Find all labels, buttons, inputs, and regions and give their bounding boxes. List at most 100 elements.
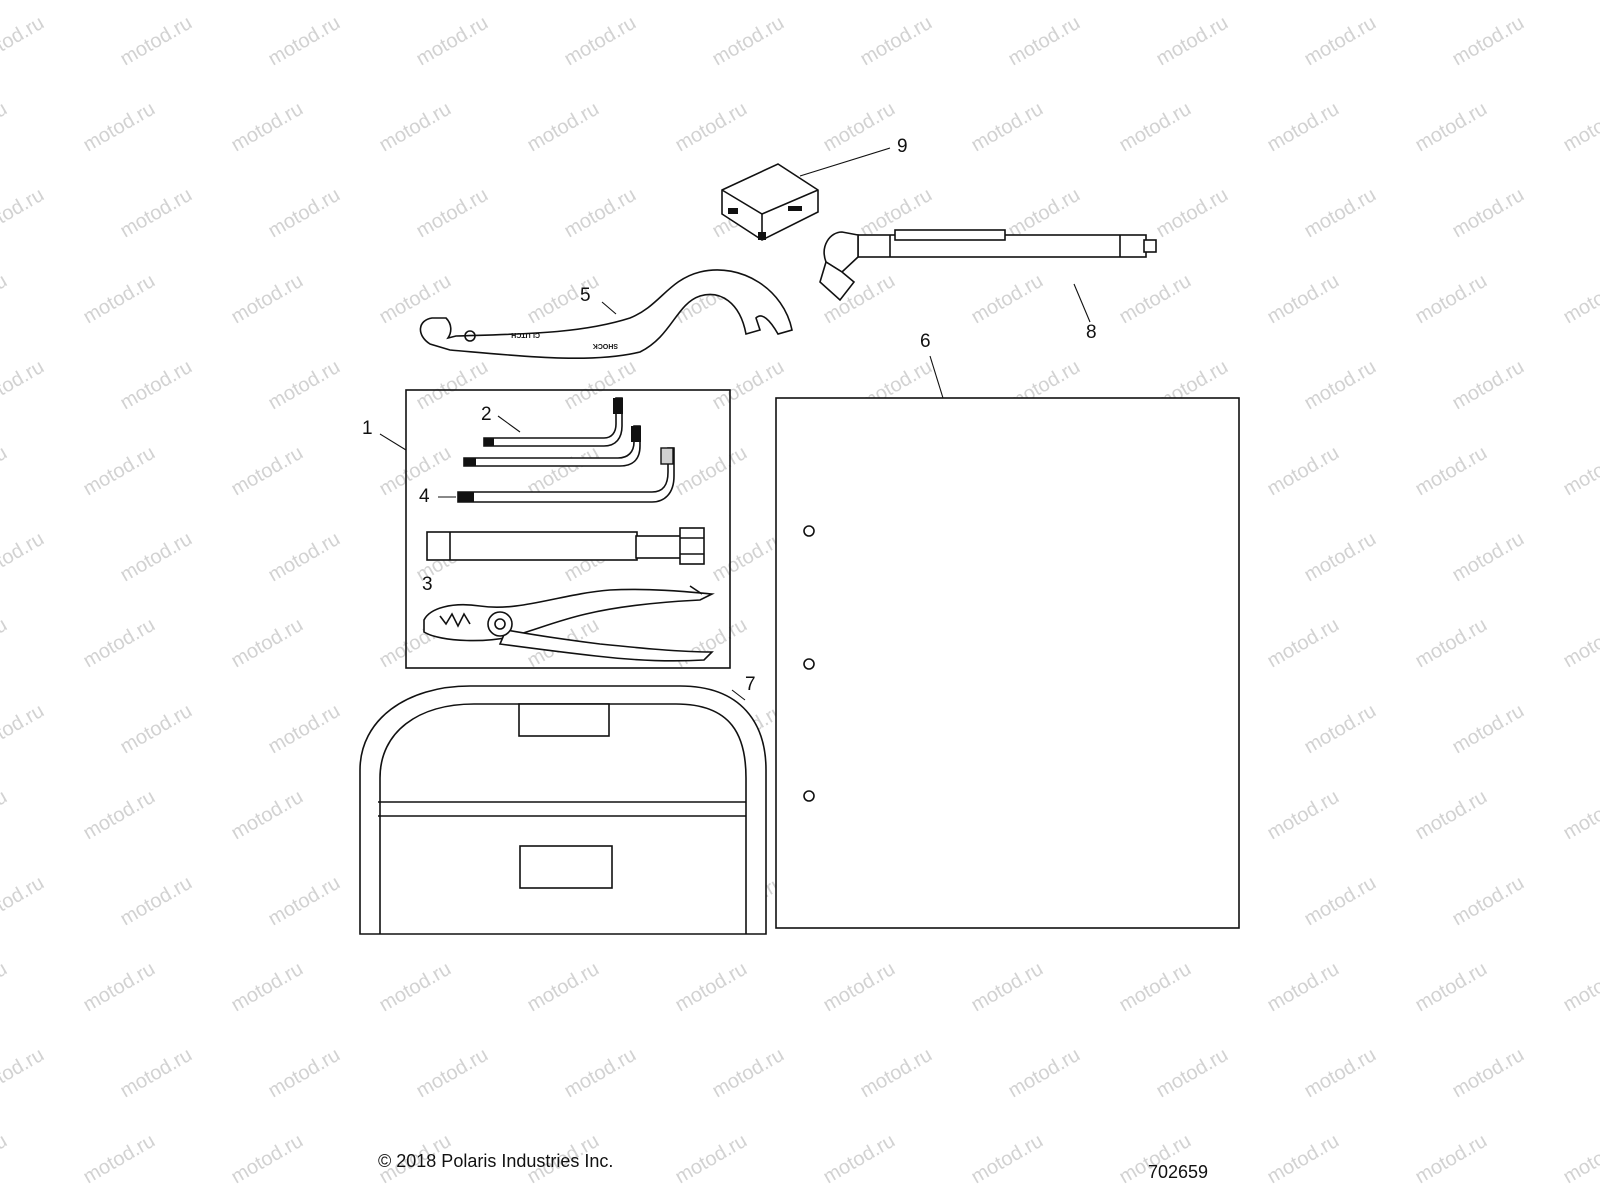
watermark-text: motod.ru [0,12,48,71]
watermark-text: motod.ru [265,700,344,759]
watermark-text: motod.ru [1597,1044,1600,1103]
leader-8 [1073,283,1091,323]
watermark-text: motod.ru [672,98,751,157]
watermark-text: motod.ru [1560,442,1600,501]
watermark-text: motod.ru [0,1044,48,1103]
watermark-text: motod.ru [413,12,492,71]
watermark-text: motod.ru [376,958,455,1017]
watermark-text: motod.ru [117,184,196,243]
watermark-text: motod.ru [80,614,159,673]
drawing-number: 702659 [1148,1162,1208,1182]
watermark-text: motod.ru [1560,270,1600,329]
callout-7: 7 [745,674,756,695]
watermark-text: motod.ru [1449,872,1528,931]
watermark-text: motod.ru [1301,700,1380,759]
watermark-text: motod.ru [1412,1130,1491,1189]
leader-2 [497,415,521,433]
watermark-text: motod.ru [524,98,603,157]
watermark-text: motod.ru [1153,184,1232,243]
part-4-hex-key [457,447,675,503]
part-socket-extension [426,527,705,565]
watermark-text: motod.ru [413,1044,492,1103]
watermark-text: motod.ru [1301,528,1380,587]
watermark-text: motod.ru [0,356,48,415]
watermark-text: motod.ru [820,958,899,1017]
part-2-hex-key-set [463,397,641,467]
watermark-text: motod.ru [228,1130,307,1189]
watermark-text: motod.ru [117,356,196,415]
watermark-text: motod.ru [820,1130,899,1189]
watermark-text: motod.ru [1264,614,1343,673]
watermark-text: motod.ru [1153,1044,1232,1103]
watermark-text: motod.ru [0,1130,11,1189]
leader-9 [799,147,891,177]
watermark-text: motod.ru [80,98,159,157]
watermark-text: motod.ru [1560,786,1600,845]
watermark-text: motod.ru [265,528,344,587]
watermark-text: motod.ru [1412,786,1491,845]
watermark-text: motod.ru [1597,872,1600,931]
watermark-text: motod.ru [376,442,455,501]
watermark-text: motod.ru [0,528,48,587]
part-1-tool-kit-frame [405,389,731,669]
watermark-text: motod.ru [228,270,307,329]
part-7-tool-bag [359,685,767,935]
watermark-text: motod.ru [1301,1044,1380,1103]
watermark-text: motod.ru [228,98,307,157]
watermark-text: motod.ru [561,12,640,71]
watermark-text: motod.ru [265,872,344,931]
watermark-text: motod.ru [1301,872,1380,931]
watermark-text: motod.ru [857,12,936,71]
watermark-text: motod.ru [1449,356,1528,415]
callout-1: 1 [362,418,373,439]
callout-6: 6 [920,331,931,352]
watermark-text: motod.ru [1412,442,1491,501]
watermark-text: motod.ru [709,12,788,71]
watermark-text: motod.ru [524,270,603,329]
watermark-text: motod.ru [1264,270,1343,329]
watermark-text: motod.ru [561,356,640,415]
watermark-text: motod.ru [228,442,307,501]
watermark-text: motod.ru [80,270,159,329]
watermark-text: motod.ru [376,98,455,157]
watermark-text: motod.ru [1301,12,1380,71]
watermark-text: motod.ru [1449,184,1528,243]
watermark-text: motod.ru [0,98,11,157]
watermark-text: motod.ru [1264,786,1343,845]
watermark-text: motod.ru [117,700,196,759]
watermark-text: motod.ru [228,614,307,673]
watermark-text: motod.ru [1597,528,1600,587]
watermark-text: motod.ru [1597,356,1600,415]
watermark-text: motod.ru [1116,958,1195,1017]
watermark-text: motod.ru [413,184,492,243]
watermark-text: motod.ru [0,786,11,845]
watermark-text: motod.ru [1560,1130,1600,1189]
watermark-text: motod.ru [0,958,11,1017]
watermark-text: motod.ru [1264,442,1343,501]
callout-5: 5 [580,285,591,306]
watermark-text: motod.ru [1560,958,1600,1017]
watermark-text: motod.ru [1597,184,1600,243]
watermark-text: motod.ru [80,442,159,501]
leader-1 [379,433,407,451]
watermark-text: motod.ru [80,1130,159,1189]
watermark-text: motod.ru [561,1044,640,1103]
watermark-text: motod.ru [524,958,603,1017]
callout-2: 2 [481,404,492,425]
watermark-text: motod.ru [709,1044,788,1103]
watermark-text: motod.ru [1597,12,1600,71]
watermark-text: motod.ru [265,184,344,243]
watermark-text: motod.ru [857,1044,936,1103]
watermark-text: motod.ru [0,700,48,759]
part-6-manual-sheet [775,397,1240,929]
watermark-text: motod.ru [561,184,640,243]
leader-7 [731,689,746,701]
watermark-text: motod.ru [968,1130,1047,1189]
watermark-text: motod.ru [117,1044,196,1103]
watermark-text: motod.ru [265,12,344,71]
watermark-text: motod.ru [1264,98,1343,157]
watermark-text: motod.ru [1449,528,1528,587]
watermark-text: motod.ru [1412,270,1491,329]
copyright-text: © 2018 Polaris Industries Inc. [378,1151,613,1171]
